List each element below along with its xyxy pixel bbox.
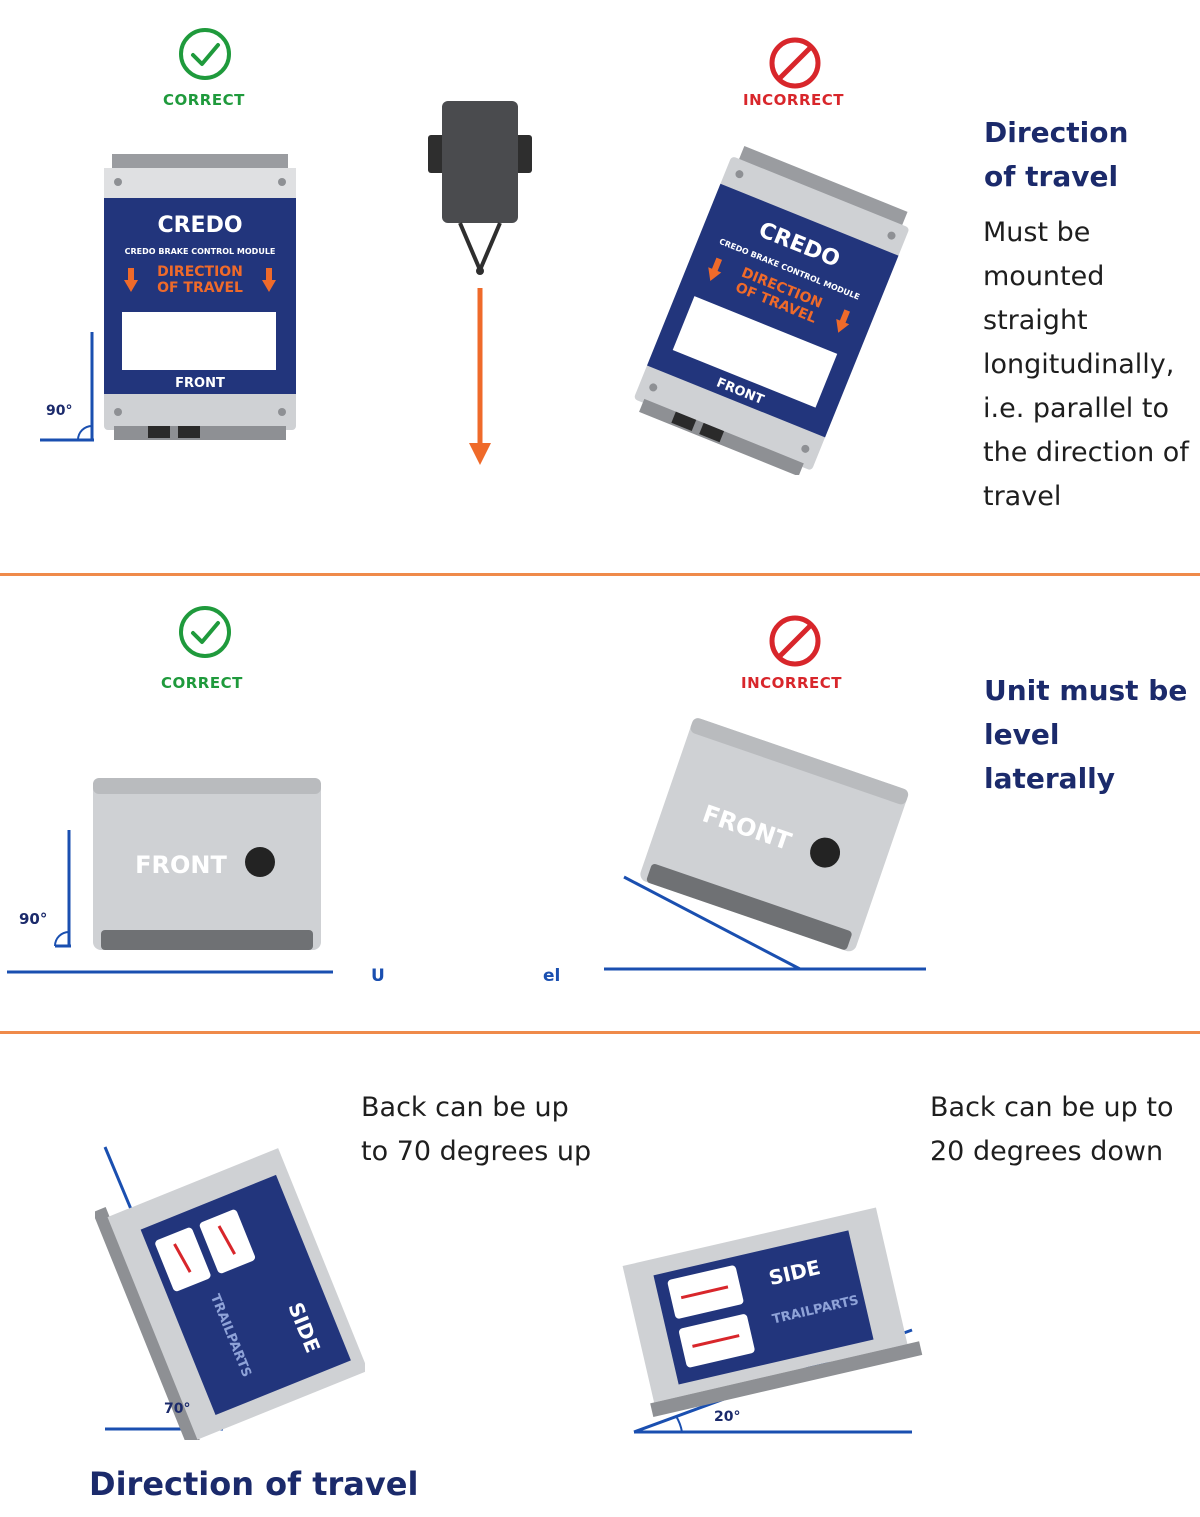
angle-label-70: 70° (164, 1401, 191, 1417)
module-direction-line1: DIRECTION (157, 264, 243, 280)
level-right-angle-marker (7, 830, 333, 974)
module-tilted-front: FRONT (604, 718, 926, 971)
angle-label-90: 90° (46, 403, 73, 419)
instruction-line: the direction of (983, 437, 1189, 468)
angle-label-20: 20° (714, 1409, 741, 1425)
back-down-text-line1: Back can be up to (930, 1092, 1174, 1123)
direction-heading-line2: of travel (984, 160, 1119, 193)
section-divider (0, 573, 1200, 576)
module-brand: CREDO (157, 213, 242, 238)
prohibited-icon (769, 615, 821, 667)
lateral-heading-line1: Unit must be (984, 674, 1188, 707)
module-level-front: FRONT (93, 778, 321, 950)
instruction-line: travel (983, 481, 1062, 512)
truncated-label-left: U (371, 966, 385, 986)
module-front-label: FRONT (175, 376, 225, 391)
incorrect-label: INCORRECT (743, 91, 844, 109)
back-up-text-line1: Back can be up (361, 1092, 569, 1123)
section-divider (0, 1031, 1200, 1034)
correct-label: CORRECT (161, 674, 243, 692)
angle-label-90-level: 90° (19, 910, 48, 928)
mounting-instructions: Must be mounted straight longitudinally,… (983, 211, 1198, 519)
correct-label: CORRECT (163, 91, 245, 109)
back-down-text-line2: 20 degrees down (930, 1136, 1164, 1167)
module-title: CREDO BRAKE CONTROL MODULE (125, 247, 276, 256)
check-circle-icon (179, 606, 231, 658)
instruction-line: mounted (983, 261, 1105, 292)
module-direction-line2: OF TRAVEL (157, 280, 243, 296)
instruction-line: Must be (983, 217, 1091, 248)
lateral-heading-line2: level laterally (984, 718, 1116, 795)
instruction-line: i.e. parallel to (983, 393, 1169, 424)
check-circle-icon (179, 28, 231, 80)
right-angle-marker (40, 332, 94, 442)
direction-of-travel-heading: Direction of travel (89, 1465, 419, 1503)
module-correct-front: CREDO CREDO BRAKE CONTROL MODULE DIRECTI… (104, 154, 296, 440)
truncated-label-right: el (543, 966, 561, 986)
instruction-line: straight (983, 305, 1088, 336)
trailer-direction-diagram (428, 101, 532, 465)
back-up-text-line2: to 70 degrees up (361, 1136, 592, 1167)
module-side-70-degrees: SIDE TRAILPARTS (95, 1146, 365, 1440)
module-side-20-degrees: SIDE TRAILPARTS (622, 1207, 923, 1434)
prohibited-icon (769, 37, 821, 89)
front-label-level: FRONT (135, 851, 227, 879)
module-incorrect-rotated: CREDO CREDO BRAKE CONTROL MODULE DIRECTI… (634, 145, 909, 475)
instruction-line: longitudinally, (983, 349, 1175, 380)
incorrect-label: INCORRECT (741, 674, 842, 692)
direction-heading-line1: Direction (984, 116, 1129, 149)
